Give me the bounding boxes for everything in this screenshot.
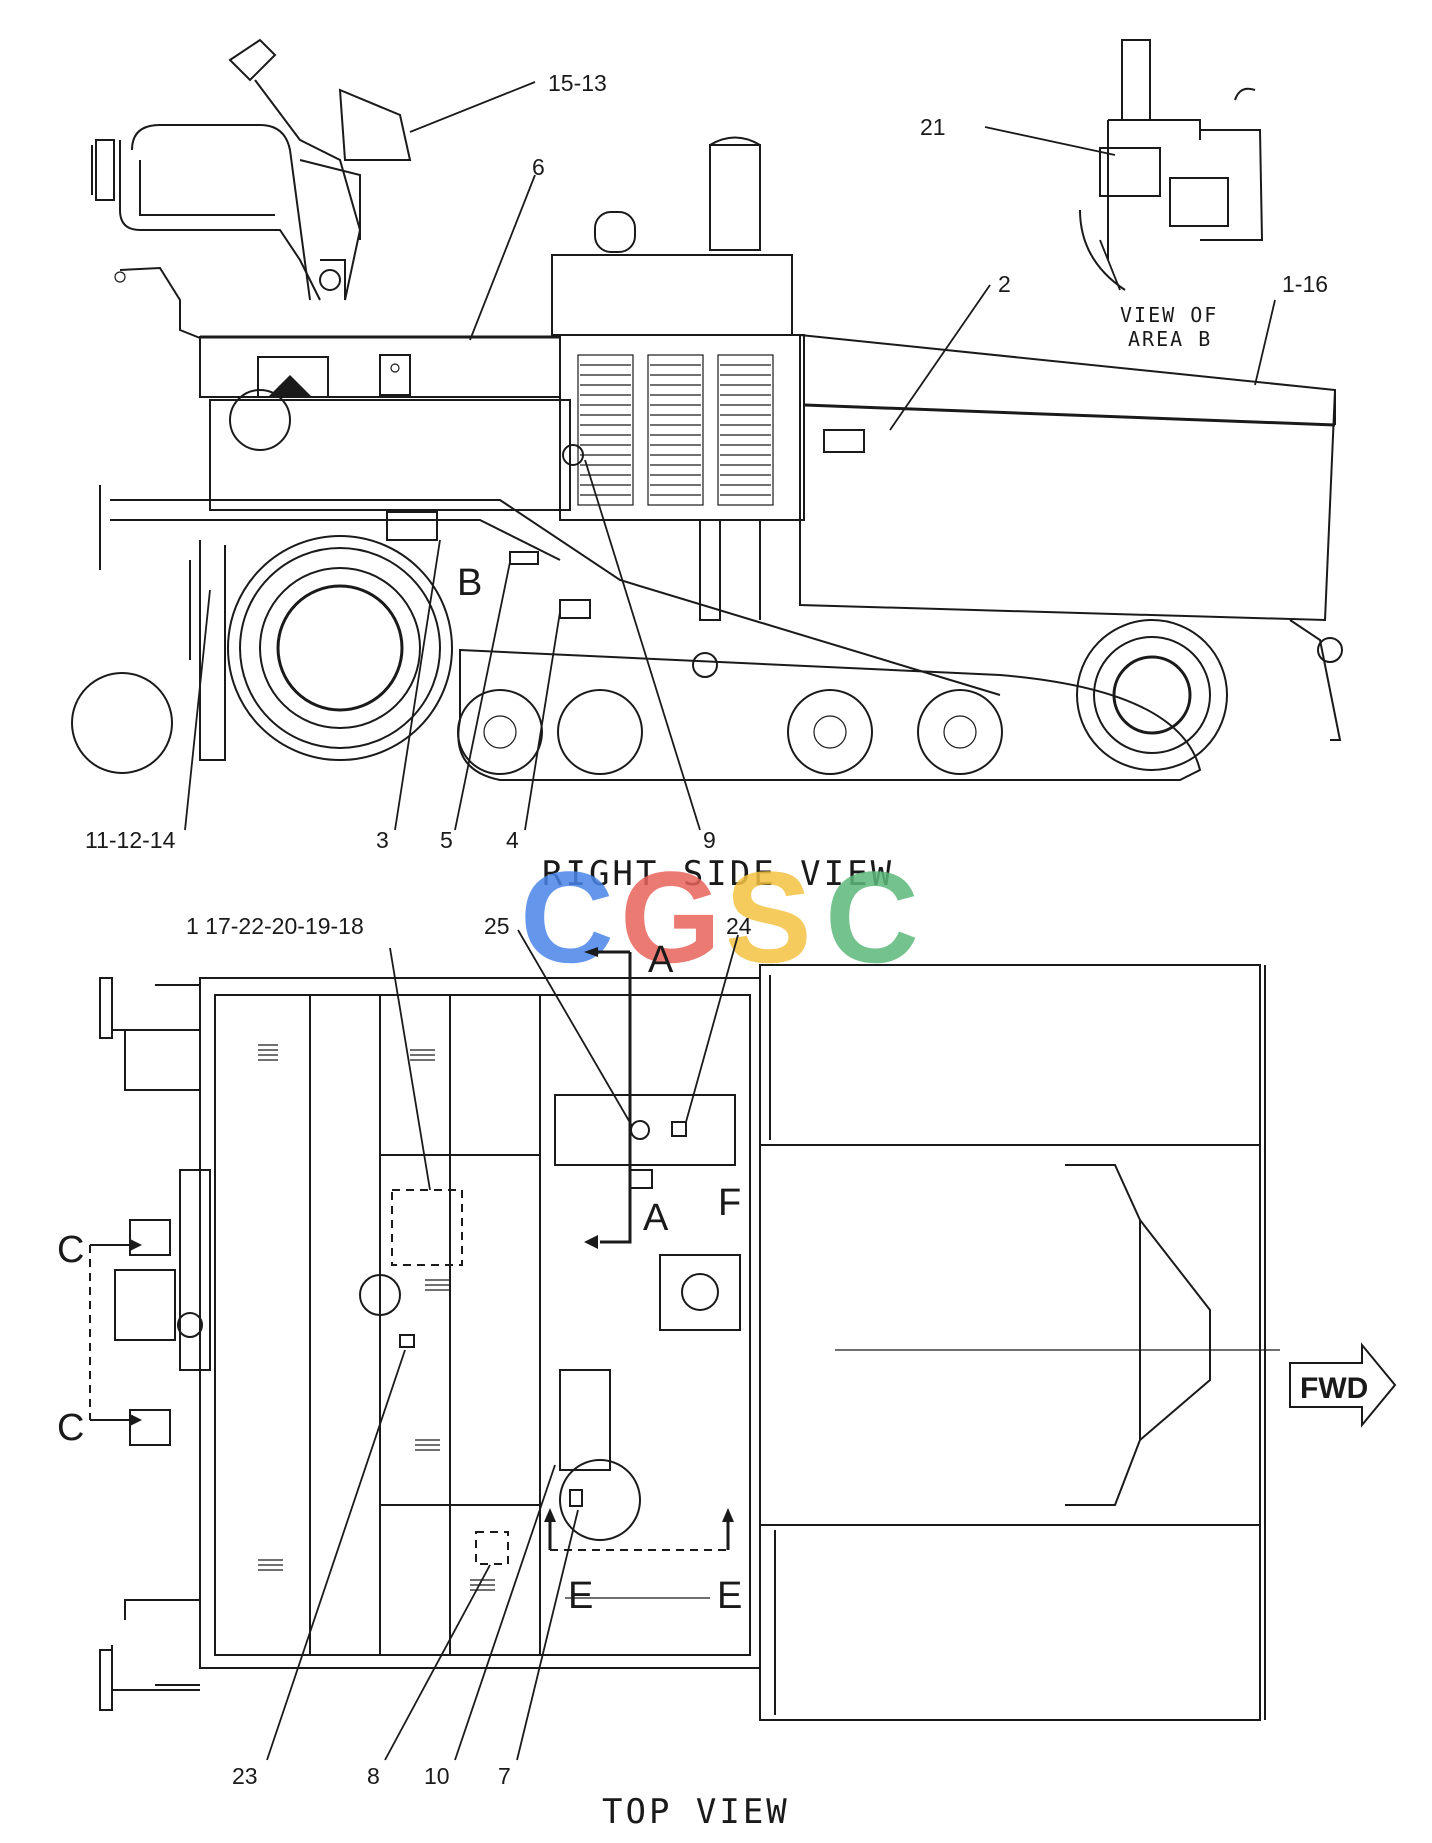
section-letter-e-right: E bbox=[717, 1575, 742, 1617]
decal-4 bbox=[559, 599, 591, 619]
decal-8-area bbox=[475, 1531, 509, 1565]
rear-roller bbox=[71, 672, 173, 774]
callout-25: 25 bbox=[484, 913, 510, 939]
callout-9: 9 bbox=[703, 827, 716, 853]
engine-enclosure bbox=[551, 136, 805, 521]
decal-17-area bbox=[391, 1189, 463, 1266]
forward-direction-label: FWD bbox=[1300, 1372, 1368, 1405]
section-letter-e-left: E bbox=[568, 1575, 593, 1617]
area-b-detail: VIEW OF AREA B bbox=[1079, 39, 1264, 351]
detail-title-line2: AREA B bbox=[1128, 327, 1212, 351]
hopper-floor bbox=[759, 1144, 1261, 1526]
top-view-title: TOP VIEW bbox=[602, 1792, 790, 1832]
callout-3: 3 bbox=[376, 827, 389, 853]
section-letter-c-bottom: C bbox=[57, 1407, 84, 1449]
section-letter-f: F bbox=[718, 1182, 741, 1224]
detail-title-line1: VIEW OF bbox=[1120, 303, 1218, 327]
callout-21: 21 bbox=[920, 114, 946, 140]
hopper-wing-right bbox=[759, 1524, 1261, 1721]
air-cleaner bbox=[594, 211, 636, 253]
right-side-view: 15-13 6 21 2 1-16 11-12-14 3 5 4 9 B bbox=[71, 38, 1343, 853]
decal-2 bbox=[823, 429, 865, 453]
frame-beam bbox=[110, 499, 1001, 696]
callout-15-13: 15-13 bbox=[548, 70, 607, 96]
front-hopper bbox=[799, 333, 1343, 741]
watermark-letter-1: C bbox=[520, 844, 614, 990]
section-letter-b: B bbox=[457, 562, 482, 604]
decal-3 bbox=[386, 511, 438, 541]
exhaust-stack bbox=[709, 144, 761, 251]
side-view-title: RIGHT SIDE VIEW bbox=[542, 854, 894, 894]
drive-wheel bbox=[227, 535, 453, 761]
callout-11-12-14: 11-12-14 bbox=[85, 827, 176, 853]
top-view: FWD 1 17-22-20-19-18 25 24 23 8 10 7 A A… bbox=[57, 913, 1397, 1789]
forward-arrow-icon bbox=[1289, 1342, 1397, 1428]
callout-6: 6 bbox=[532, 154, 545, 180]
watermark-letter-2: G bbox=[620, 844, 721, 990]
callout-10: 10 bbox=[424, 1763, 450, 1789]
watermark-letter-4: C bbox=[825, 844, 919, 990]
operator-station bbox=[91, 38, 412, 301]
decal-5 bbox=[509, 551, 539, 565]
watermark: C G S C bbox=[520, 844, 919, 990]
callout-1-17-22-20-19-18: 1 17-22-20-19-18 bbox=[186, 913, 364, 939]
callout-24: 24 bbox=[726, 913, 752, 939]
warning-triangle-icon bbox=[268, 375, 312, 397]
callout-1-16: 1-16 bbox=[1282, 271, 1328, 297]
callout-4: 4 bbox=[506, 827, 519, 853]
callout-8: 8 bbox=[367, 1763, 380, 1789]
track-assembly bbox=[457, 619, 1228, 781]
section-letter-c-top: C bbox=[57, 1229, 84, 1271]
control-console bbox=[554, 1094, 736, 1166]
rear-arm bbox=[119, 266, 201, 339]
section-letter-a-top: A bbox=[648, 939, 674, 981]
engine-louvers bbox=[577, 354, 774, 506]
callout-7: 7 bbox=[498, 1763, 511, 1789]
hopper-wing-left bbox=[759, 964, 1261, 1146]
callout-23: 23 bbox=[232, 1763, 258, 1789]
callout-2: 2 bbox=[998, 271, 1011, 297]
section-letter-a-bottom: A bbox=[643, 1197, 669, 1239]
callout-5: 5 bbox=[440, 827, 453, 853]
